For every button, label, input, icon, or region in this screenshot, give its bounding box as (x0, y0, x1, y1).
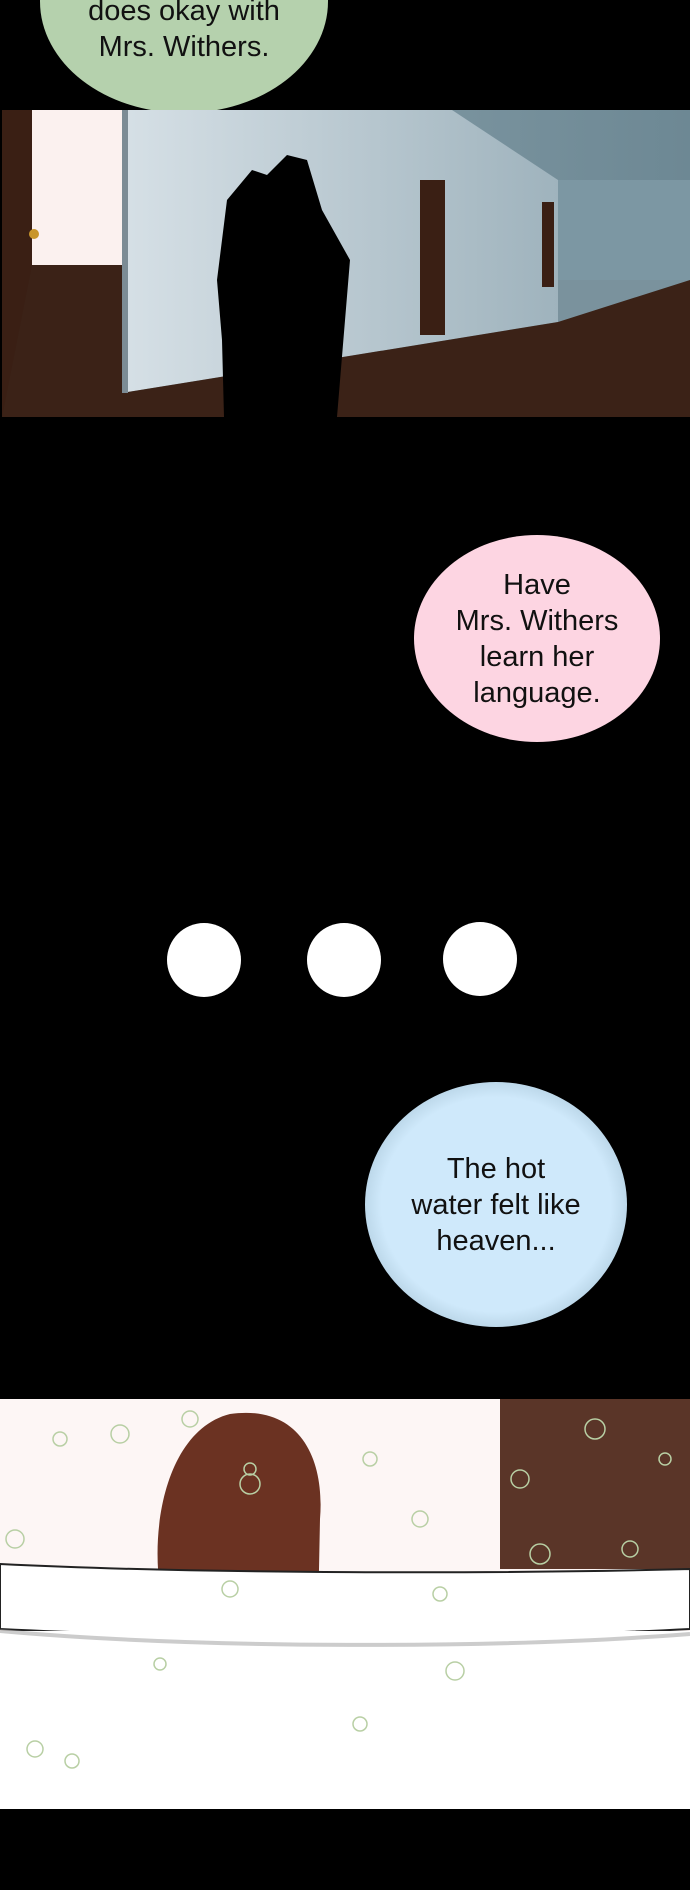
hallway-panel (2, 110, 690, 417)
ellipsis-dot (307, 923, 381, 997)
bubble-text: does okay with Mrs. Withers. (88, 0, 280, 63)
speech-bubble-green: does okay with Mrs. Withers. (40, 0, 328, 113)
ellipsis-dot (443, 922, 517, 996)
bath-illustration (0, 1399, 690, 1809)
hallway-illustration (2, 110, 690, 417)
speech-bubble-pink: Have Mrs. Withers learn her language. (414, 535, 660, 742)
thought-bubble-blue: The hot water felt like heaven... (365, 1082, 627, 1327)
ellipsis-dot (167, 923, 241, 997)
bubble-text: Have Mrs. Withers learn her language. (455, 568, 619, 709)
bubble-text: The hot water felt like heaven... (411, 1152, 581, 1257)
bath-panel (0, 1399, 690, 1809)
